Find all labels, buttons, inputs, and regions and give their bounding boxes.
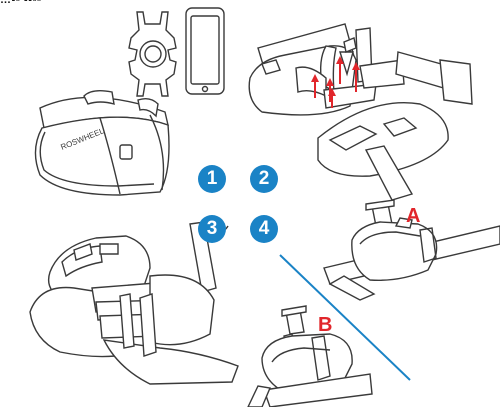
smartphone-icon xyxy=(185,7,225,95)
option-label-b: B xyxy=(318,314,333,336)
header-fragment: …▪▫ ▪▪▫▫ xyxy=(0,0,42,6)
step-badge-4: 4 xyxy=(250,215,278,243)
step-badge-3: 3 xyxy=(198,215,226,243)
open-arrows xyxy=(311,56,360,108)
step-badge-1: 1 xyxy=(198,165,226,193)
bike-mount-b xyxy=(247,305,373,407)
step-badge-2: 2 xyxy=(250,165,278,193)
divider-line xyxy=(279,254,411,381)
frame-bag-strapped xyxy=(29,221,239,385)
option-label-a: A xyxy=(406,205,421,227)
frame-bag-opening xyxy=(248,23,473,201)
frame-bag-closed xyxy=(34,89,170,196)
bike-mount-a xyxy=(323,199,500,301)
phone-holder-icon xyxy=(128,11,177,97)
